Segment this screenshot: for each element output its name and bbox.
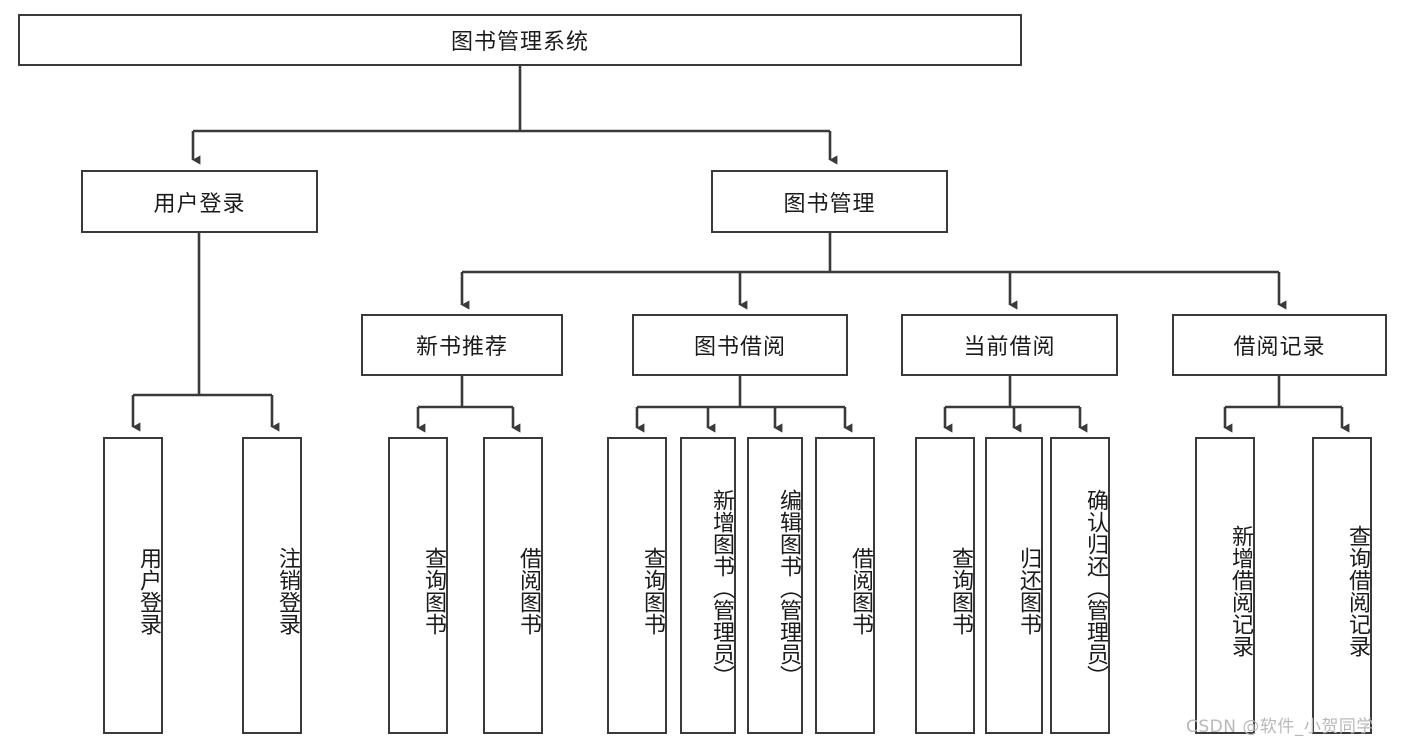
leaf-record-query-record[interactable]: 查询借阅记录 [1312, 437, 1372, 734]
leaf-borrow-query-book[interactable]: 查询图书 [607, 437, 667, 734]
leaf-label: 借阅图书 [848, 546, 873, 635]
leaf-label: 新增图书（管理员） [709, 488, 734, 687]
leaf-borrow-edit-book-admin[interactable]: 编辑图书（管理员） [747, 437, 803, 734]
node-root-label: 图书管理系统 [450, 30, 589, 55]
leaf-borrow-add-book-admin[interactable]: 新增图书（管理员） [680, 437, 736, 734]
leaf-record-add-record[interactable]: 新增借阅记录 [1195, 437, 1255, 734]
leaf-current-return-book[interactable]: 归还图书 [985, 437, 1043, 734]
leaf-label: 注销登录 [275, 546, 300, 635]
leaf-label: 查询借阅记录 [1345, 524, 1370, 657]
leaf-label: 借阅图书 [516, 546, 541, 635]
leaf-current-confirm-return-admin[interactable]: 确认归还（管理员） [1050, 437, 1110, 734]
leaf-label: 用户登录 [136, 546, 161, 635]
leaf-borrow-borrow-book[interactable]: 借阅图书 [815, 437, 875, 734]
node-book-management-label: 图书管理 [783, 191, 876, 217]
node-current-borrow[interactable]: 当前借阅 [901, 314, 1118, 376]
node-new-book-recommend-label: 新书推荐 [415, 335, 508, 360]
leaf-recommend-query-book[interactable]: 查询图书 [388, 437, 448, 734]
leaf-recommend-borrow-book[interactable]: 借阅图书 [483, 437, 543, 734]
node-book-borrow[interactable]: 图书借阅 [632, 314, 848, 376]
node-current-borrow-label: 当前借阅 [963, 335, 1056, 360]
leaf-label: 归还图书 [1016, 546, 1041, 635]
node-borrow-record-label: 借阅记录 [1233, 335, 1326, 360]
leaf-user-login-signout[interactable]: 注销登录 [242, 437, 302, 734]
node-book-borrow-label: 图书借阅 [693, 335, 786, 360]
node-book-management[interactable]: 图书管理 [711, 170, 948, 233]
leaf-label: 查询图书 [640, 546, 665, 635]
leaf-label: 确认归还（管理员） [1083, 488, 1108, 687]
leaf-user-login-signin[interactable]: 用户登录 [103, 437, 163, 734]
leaf-label: 查询图书 [421, 546, 446, 635]
leaf-label: 编辑图书（管理员） [776, 488, 801, 687]
leaf-label: 新增借阅记录 [1228, 524, 1253, 657]
node-borrow-record[interactable]: 借阅记录 [1172, 314, 1387, 376]
csdn-watermark: CSDN @软件_小贺同学 [1186, 717, 1374, 737]
node-user-login[interactable]: 用户登录 [81, 170, 318, 233]
leaf-label: 查询图书 [948, 546, 973, 635]
node-new-book-recommend[interactable]: 新书推荐 [361, 314, 563, 376]
node-user-login-label: 用户登录 [153, 191, 246, 217]
node-root[interactable]: 图书管理系统 [18, 14, 1022, 66]
leaf-current-query-book[interactable]: 查询图书 [915, 437, 975, 734]
